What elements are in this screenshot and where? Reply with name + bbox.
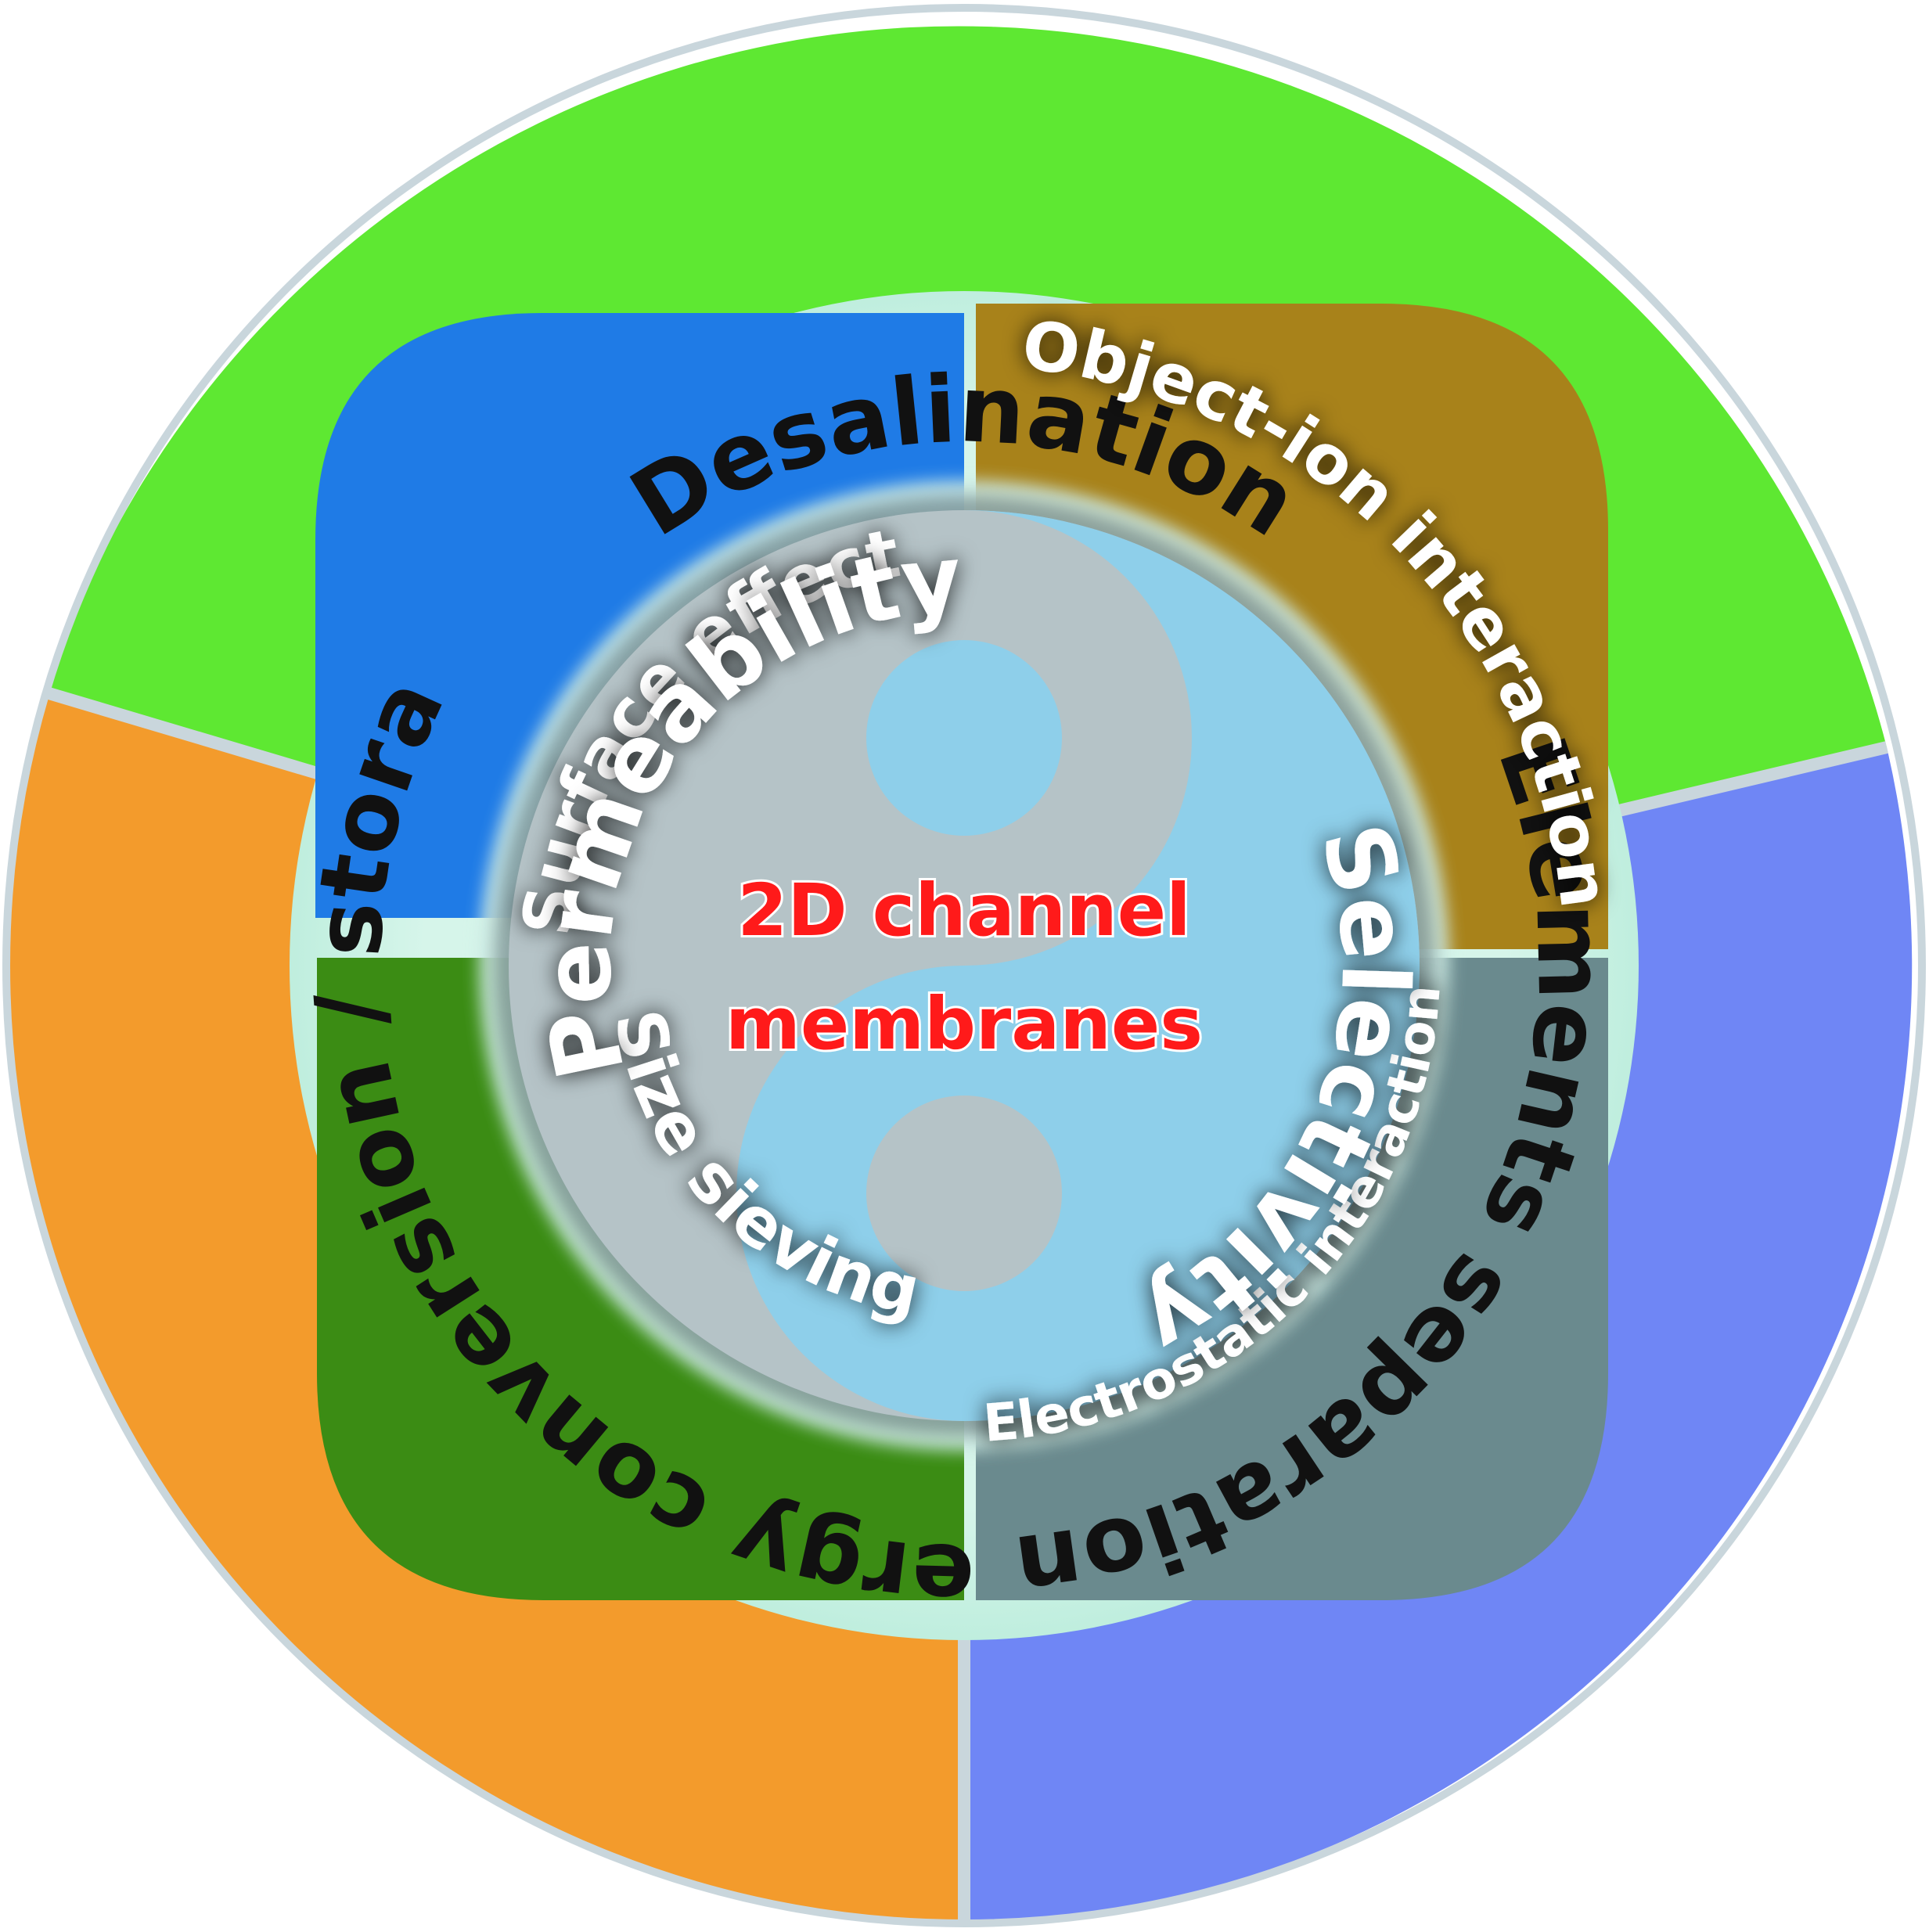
center-title-line2: membranes (725, 982, 1203, 1066)
center-title-line1: 2D channel (737, 869, 1190, 952)
yin-yang-core (509, 510, 1420, 1421)
yin-yang-dot-top (866, 640, 1062, 836)
yin-yang-dot-bottom (866, 1096, 1062, 1291)
outer-ring-border (2, 4, 1926, 1927)
